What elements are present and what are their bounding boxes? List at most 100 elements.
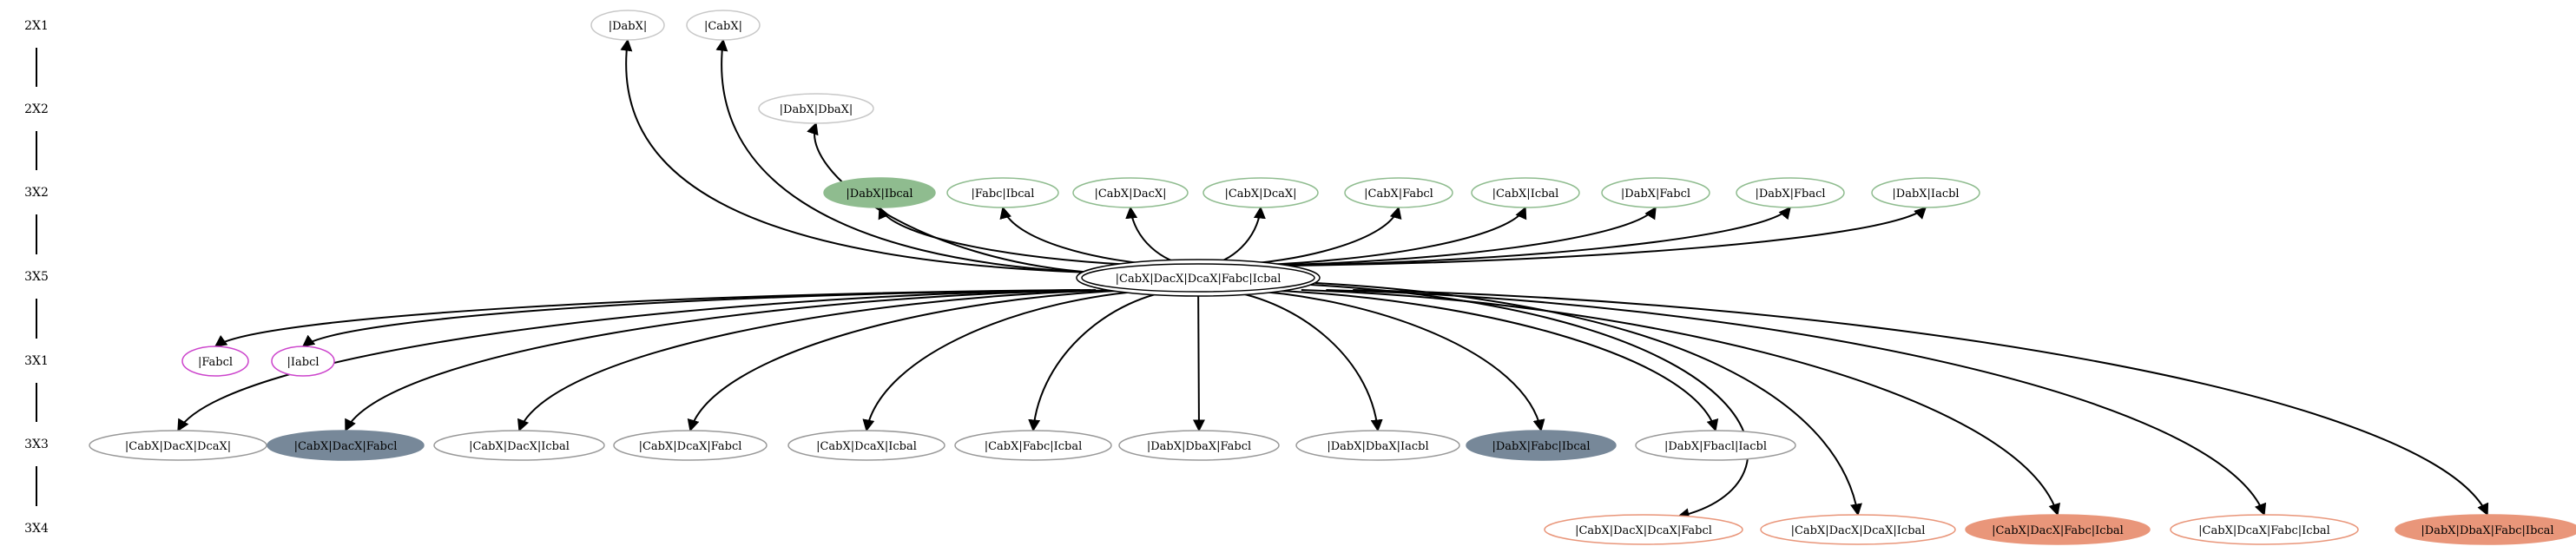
node-dabx-ibcal[interactable]: |DabX|Ibcal <box>823 177 936 208</box>
root-node-label: |CabX|DacX|DcaX|Fabc|Icbal <box>1116 273 1281 286</box>
edge-to-cabx-fabcl <box>1222 206 1402 267</box>
node-cabx-dacx-icbal-shape <box>433 430 605 461</box>
node-cabx-dcax-label: |CabX|DcaX| <box>1224 188 1296 201</box>
node-cabx-dacx-fabcl[interactable]: |CabX|DacX|Fabcl <box>267 430 425 461</box>
edge-to-cabx-dacx <box>1125 206 1190 267</box>
node-cabx-dcax[interactable]: |CabX|DcaX| <box>1202 177 1319 208</box>
node-cabx-dacx-dcax-label: |CabX|DacX|DcaX| <box>125 440 231 453</box>
node-cabx-dacx-dcax-shape <box>89 430 267 461</box>
node-cabx-dcax-shape <box>1202 177 1319 208</box>
edge-to-cabx-dacx-dcax-icbal <box>1314 282 1862 517</box>
edge-to-dabx-dbax-iacbl <box>1219 289 1383 432</box>
node-cabx-dacx-icbal[interactable]: |CabX|DacX|Icbal <box>433 430 605 461</box>
node-dabx-fbacl-iacbl-label: |DabX|Fbacl|Iacbl <box>1664 440 1767 453</box>
node-dabx-dbax-fabc-ibcal-shape <box>2395 514 2576 545</box>
node-cabx-dcax-icbal-shape <box>787 430 945 461</box>
edge-to-dabx-ibcal <box>878 206 1160 267</box>
edge-to-cabx-fabc-icbal <box>1028 289 1179 432</box>
edge-to-cabx <box>715 38 1095 273</box>
node-dabx-dbax-fabcl[interactable]: |DabX|DbaX|Fabcl <box>1118 430 1280 461</box>
node-iabcl-label: |Iabcl <box>287 356 319 369</box>
node-cabx-dacx-label: |CabX|DacX| <box>1094 188 1166 201</box>
node-cabx-icbal-label: |CabX|Icbal <box>1492 188 1559 201</box>
node-fabc-ibcal-label: |Fabc|Ibcal <box>972 188 1035 201</box>
node-dabx-dbax-iacbl-shape <box>1295 430 1460 461</box>
rank-label: 3X5 <box>24 270 49 284</box>
node-dabx-dbax-iacbl[interactable]: |DabX|DbaX|Iacbl <box>1295 430 1460 461</box>
node-cabx[interactable]: |CabX| <box>686 10 761 41</box>
edge-to-cabx-dcax-fabc-icbal <box>1326 289 2267 517</box>
node-dabx-dbax-fabc-ibcal[interactable]: |DabX|DbaX|Fabc|Ibcal <box>2395 514 2576 545</box>
node-cabx-dcax-fabcl-shape <box>613 430 768 461</box>
edge-to-cabx-icbal <box>1237 206 1527 267</box>
edge-to-dabx-iacbl <box>1285 207 1927 267</box>
node-cabx-dacx-dcax-fabcl[interactable]: |CabX|DacX|DcaX|Fabcl <box>1544 514 1743 545</box>
node-fabcl-shape <box>181 346 249 377</box>
node-dabx-fbacl-iacbl[interactable]: |DabX|Fbacl|Iacbl <box>1635 430 1796 461</box>
root-node-inner-ring <box>1081 263 1315 293</box>
node-cabx-label: |CabX| <box>704 20 742 33</box>
node-dabx-dbax-fabc-ibcal-label: |DabX|DbaX|Fabc|Ibcal <box>2421 524 2553 537</box>
node-dabx-dbax[interactable]: |DabX|DbaX| <box>758 93 874 124</box>
node-cabx-dacx-fabcl-label: |CabX|DacX|Fabcl <box>294 440 398 453</box>
node-dabx-fbacl-iacbl-shape <box>1635 430 1796 461</box>
node-cabx-fabc-icbal[interactable]: |CabX|Fabc|Icbal <box>954 430 1112 461</box>
node-cabx-dcax-fabcl[interactable]: |CabX|DcaX|Fabcl <box>613 430 768 461</box>
node-cabx-dacx-fabc-icbal-shape <box>1965 514 2151 545</box>
node-cabx-dacx-shape <box>1072 177 1189 208</box>
node-dabx-fbacl[interactable]: |DabX|Fbacl <box>1736 177 1845 208</box>
rank-label: 3X1 <box>24 354 49 368</box>
edge-to-dabx <box>620 38 1095 273</box>
node-dabx-label: |DabX| <box>609 20 648 33</box>
node-cabx-dcax-fabc-icbal[interactable]: |CabX|DcaX|Fabc|Icbal <box>2170 514 2359 545</box>
root-node[interactable]: |CabX|DacX|DcaX|Fabc|Icbal <box>1076 259 1321 297</box>
node-dabx-fabc-ibcal-label: |DabX|Fabc|Ibcal <box>1492 440 1590 453</box>
node-dabx-dbax-label: |DabX|DbaX| <box>780 103 853 116</box>
node-cabx-dacx-dcax[interactable]: |CabX|DacX|DcaX| <box>89 430 267 461</box>
edge-to-iabcl <box>301 289 1091 347</box>
node-cabx-dacx-fabc-icbal[interactable]: |CabX|DacX|Fabc|Icbal <box>1965 514 2151 545</box>
node-cabx-fabcl-label: |CabX|Fabcl <box>1364 188 1433 201</box>
node-dabx-dbax-fabcl-shape <box>1118 430 1280 461</box>
node-cabx-fabc-icbal-shape <box>954 430 1112 461</box>
node-iabcl[interactable]: |Iabcl <box>271 346 335 377</box>
edge-to-cabx-dacx-icbal <box>517 289 1117 432</box>
edge-to-dabx-fabcl <box>1253 206 1657 267</box>
node-cabx-dcax-icbal[interactable]: |CabX|DcaX|Icbal <box>787 430 945 461</box>
edge-to-fabcl <box>214 289 1081 347</box>
node-dabx-fabcl[interactable]: |DabX|Fabcl <box>1601 177 1710 208</box>
edges <box>177 38 2489 521</box>
node-dabx-fbacl-shape <box>1736 177 1845 208</box>
edge-to-cabx-dcax <box>1205 206 1266 267</box>
edge-to-cabx-dacx-dcax-fabcl <box>1310 284 1749 521</box>
rank-axis: 2X1 2X2 3X2 3X5 3X1 3X3 3X4 <box>24 19 49 536</box>
node-fabcl[interactable]: |Fabcl <box>181 346 249 377</box>
nodes: |DabX| |CabX| |DabX|DbaX| |DabX|Ibcal |Fabc|… <box>89 10 2576 545</box>
node-cabx-dacx-dcax-icbal[interactable]: |CabX|DacX|DcaX|Icbal <box>1760 514 1956 545</box>
node-cabx-icbal-shape <box>1471 177 1580 208</box>
node-dabx-iacbl-shape <box>1871 177 1980 208</box>
node-cabx-dcax-icbal-label: |CabX|DcaX|Icbal <box>816 440 917 453</box>
node-cabx-icbal[interactable]: |CabX|Icbal <box>1471 177 1580 208</box>
node-dabx-iacbl[interactable]: |DabX|Iacbl <box>1871 177 1980 208</box>
node-cabx-dacx[interactable]: |CabX|DacX| <box>1072 177 1189 208</box>
node-cabx-dacx-dcax-fabcl-shape <box>1544 514 1743 545</box>
rank-label: 2X1 <box>24 19 49 33</box>
node-cabx-fabcl-shape <box>1344 177 1453 208</box>
node-dabx-ibcal-shape <box>823 177 936 208</box>
edge-to-cabx-dacx-dcax <box>177 289 1077 432</box>
edge-to-dabx-fbacl-iacbl <box>1260 289 1719 432</box>
node-cabx-dacx-dcax-icbal-shape <box>1760 514 1956 545</box>
node-dabx-fabc-ibcal[interactable]: |DabX|Fabc|Ibcal <box>1466 430 1617 461</box>
node-dabx[interactable]: |DabX| <box>590 10 665 41</box>
node-iabcl-shape <box>271 346 335 377</box>
node-fabc-ibcal[interactable]: |Fabc|Ibcal <box>946 177 1059 208</box>
node-fabc-ibcal-shape <box>946 177 1059 208</box>
edge-to-dabx-fabc-ibcal <box>1239 289 1545 432</box>
node-cabx-dacx-fabc-icbal-label: |CabX|DacX|Fabc|Icbal <box>1992 524 2124 537</box>
node-cabx-dacx-icbal-label: |CabX|DacX|Icbal <box>469 440 570 453</box>
node-cabx-fabcl[interactable]: |CabX|Fabcl <box>1344 177 1453 208</box>
node-dabx-fabc-ibcal-shape <box>1466 430 1617 461</box>
edge-to-fabc-ibcal <box>999 206 1176 267</box>
edge-to-cabx-dacx-fabcl <box>345 289 1097 432</box>
